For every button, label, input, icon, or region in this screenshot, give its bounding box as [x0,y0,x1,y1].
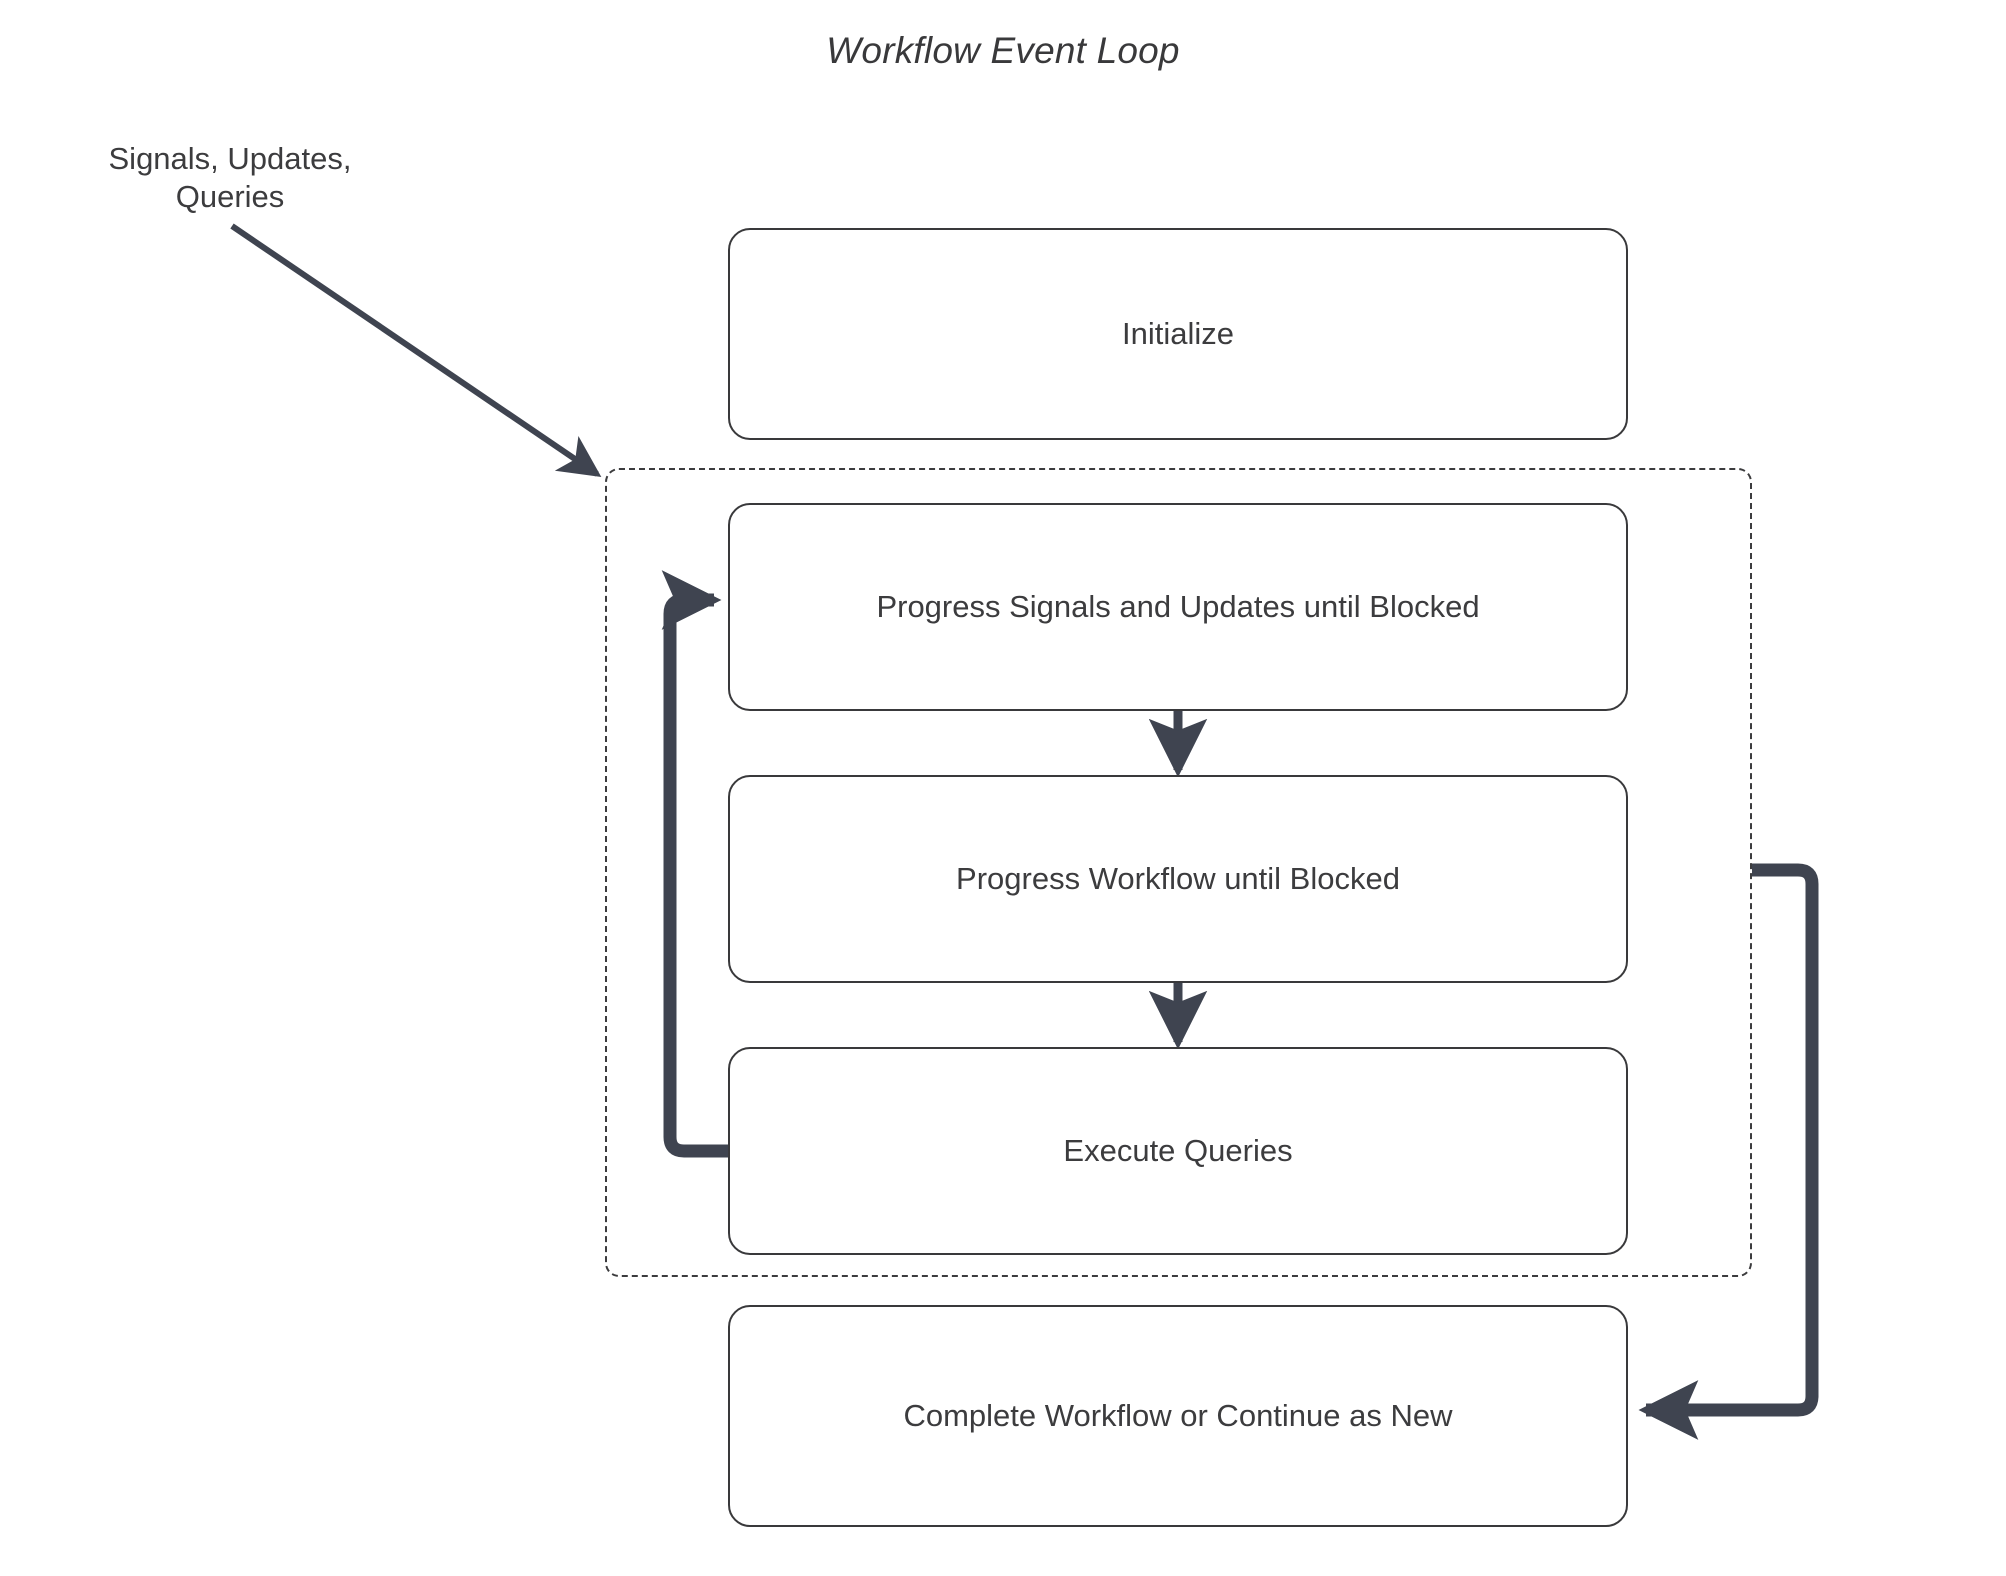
source-label-line-1: Signals, Updates, [108,141,352,176]
node-execute-queries-label: Execute Queries [1063,1133,1293,1168]
node-initialize-label: Initialize [1122,316,1234,351]
node-progress-workflow[interactable]: Progress Workflow until Blocked [728,775,1628,983]
node-execute-queries[interactable]: Execute Queries [728,1047,1628,1255]
source-label-line-2: Queries [175,178,285,214]
node-initialize[interactable]: Initialize [728,228,1628,440]
node-progress-signals-label: Progress Signals and Updates until Block… [876,589,1480,624]
node-complete-workflow-label: Complete Workflow or Continue as New [903,1398,1453,1433]
source-label: Signals, Updates, Queries [20,140,440,216]
page-title: Workflow Event Loop [826,30,1180,71]
node-progress-signals-and-updates[interactable]: Progress Signals and Updates until Block… [728,503,1628,711]
edge-signals-to-loop [230,223,602,477]
node-progress-workflow-label: Progress Workflow until Blocked [956,861,1400,896]
node-complete-workflow[interactable]: Complete Workflow or Continue as New [728,1305,1628,1527]
